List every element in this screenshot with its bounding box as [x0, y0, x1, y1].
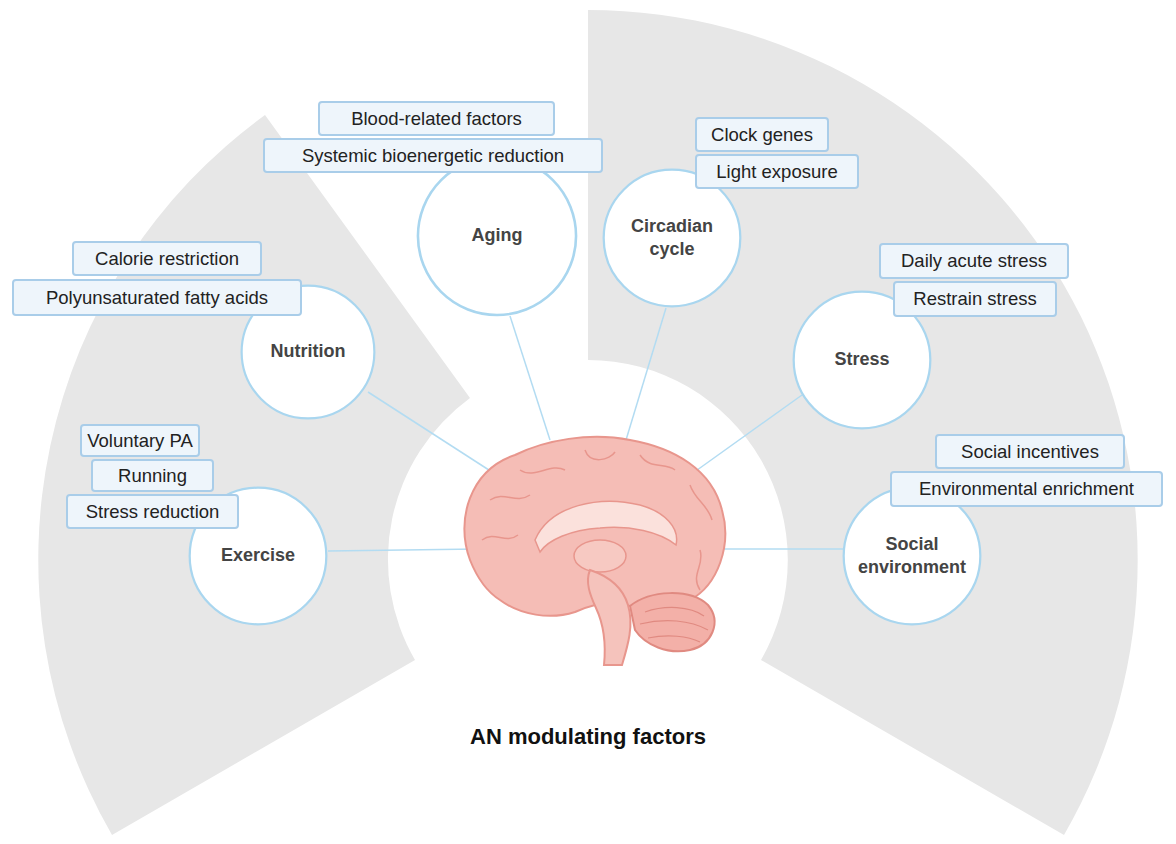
factor-box: Calorie restriction	[72, 241, 262, 276]
factor-box: Light exposure	[695, 154, 859, 189]
factor-box: Blood-related factors	[318, 101, 555, 136]
factor-box: Systemic bioenergetic reduction	[263, 138, 603, 173]
factor-box: Environmental enrichment	[890, 471, 1163, 507]
thalamus	[574, 540, 626, 572]
leader-lines	[328, 308, 843, 551]
box-label: Systemic bioenergetic reduction	[302, 145, 564, 167]
circle-shape	[844, 488, 981, 625]
box-label: Running	[118, 465, 187, 487]
factor-box: Social incentives	[935, 434, 1125, 469]
brainstem	[588, 570, 631, 665]
circle-shape	[190, 488, 327, 625]
box-label: Voluntary PA	[87, 430, 193, 452]
leader-line	[626, 308, 666, 440]
circle-label: Circadian cycle	[613, 215, 731, 262]
box-label: Restrain stress	[913, 288, 1036, 310]
circle-label: Exercise	[221, 544, 295, 567]
leader-line	[368, 392, 492, 472]
circle-shape	[794, 292, 931, 429]
circle-label: Social environment	[853, 533, 971, 580]
leader-line	[328, 549, 478, 551]
factor-box: Clock genes	[695, 117, 829, 152]
circle-label: Aging	[472, 224, 523, 247]
factor-box: Voluntary PA	[80, 424, 200, 457]
box-label: Environmental enrichment	[919, 478, 1134, 500]
box-label: Calorie restriction	[95, 248, 239, 270]
factor-box: Polyunsaturated fatty acids	[12, 279, 302, 316]
circle-label: Nutrition	[271, 340, 346, 363]
box-label: Light exposure	[716, 161, 837, 183]
leader-line	[510, 316, 550, 440]
box-label: Stress reduction	[86, 501, 220, 523]
factor-box: Daily acute stress	[879, 243, 1069, 279]
circle-label: Stress	[834, 348, 889, 371]
factor-circle: Circadian cycle	[602, 168, 742, 308]
circle-shape	[604, 170, 741, 307]
circle-outline	[842, 486, 982, 626]
leader-line	[716, 548, 843, 550]
leader-line	[686, 395, 802, 478]
diagram-title: AN modulating factors	[0, 724, 1176, 750]
cerebellum	[630, 593, 714, 651]
box-label: Clock genes	[711, 124, 813, 146]
factor-box: Running	[91, 459, 214, 492]
circle-shape	[418, 157, 576, 315]
circle-outline	[602, 168, 742, 308]
box-label: Social incentives	[961, 441, 1099, 463]
grey-fan-left	[38, 115, 470, 835]
box-label: Blood-related factors	[351, 108, 522, 130]
brain-illustration	[464, 437, 725, 665]
box-label: Daily acute stress	[901, 250, 1047, 272]
gyri	[482, 450, 712, 590]
grey-fan-right	[588, 10, 1138, 835]
factor-box: Stress reduction	[66, 494, 239, 529]
factor-circle: Aging	[416, 155, 578, 317]
box-label: Polyunsaturated fatty acids	[46, 287, 268, 309]
cerebellum-folia	[640, 607, 708, 642]
factor-box: Restrain stress	[893, 281, 1057, 317]
factor-circle: Social environment	[842, 486, 982, 626]
circle-shape	[242, 286, 375, 419]
